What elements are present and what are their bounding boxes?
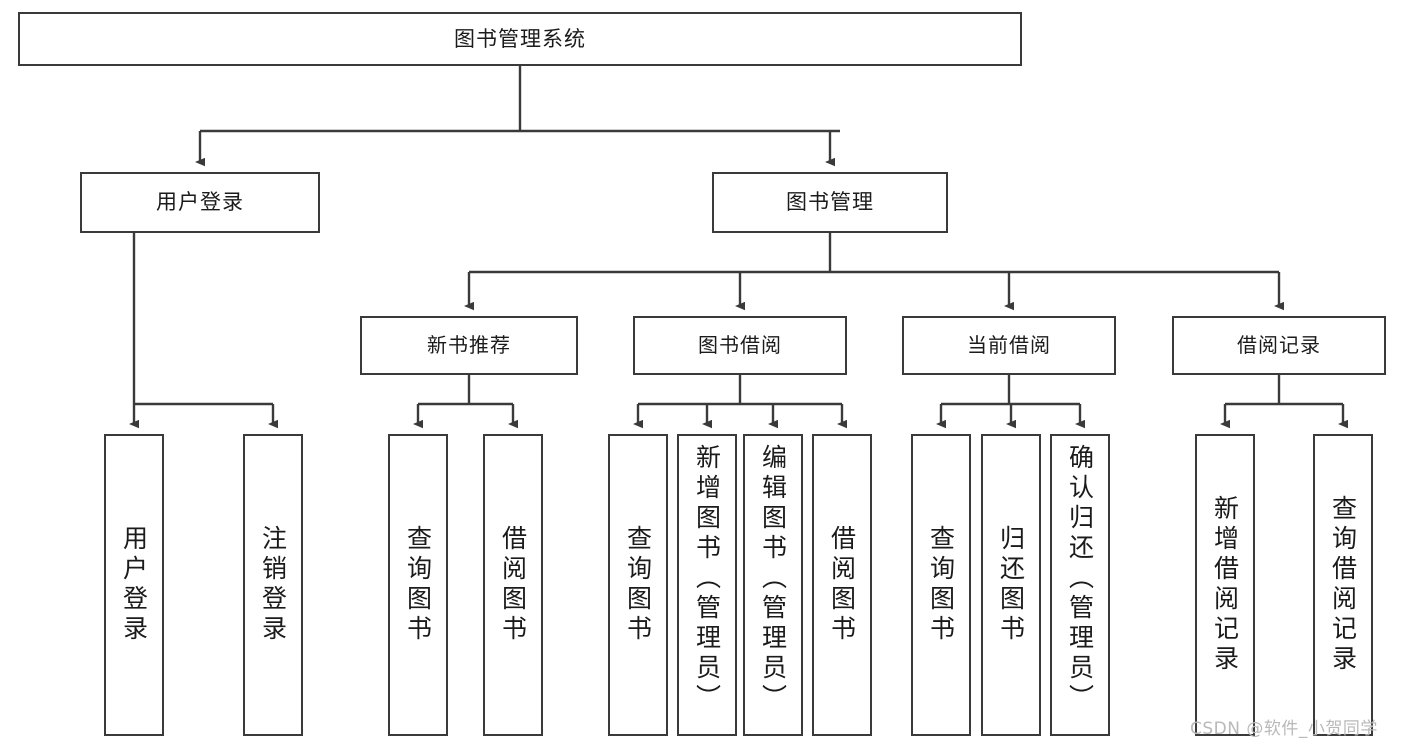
node-borrow-record-label: 借阅记录 — [1237, 332, 1321, 357]
leaf-borrow-book-2-label: 借阅图书 — [827, 525, 857, 645]
leaf-borrow-book-2[interactable]: 借阅图书 — [812, 434, 872, 736]
node-new-book-recommend-label: 新书推荐 — [427, 332, 511, 357]
leaf-query-book-3[interactable]: 查询图书 — [911, 434, 971, 736]
node-root-label: 图书管理系统 — [454, 26, 586, 51]
leaf-query-book-2-label: 查询图书 — [623, 525, 653, 645]
leaf-add-book-label: 新增图书（管理员） — [692, 444, 722, 714]
csdn-watermark: CSDN @软件_小贺同学 — [1190, 719, 1378, 739]
leaf-query-book-2[interactable]: 查询图书 — [608, 434, 668, 736]
node-user-login-label: 用户登录 — [156, 190, 244, 215]
leaf-user-logout[interactable]: 注销登录 — [243, 434, 303, 736]
node-book-manage-label: 图书管理 — [786, 190, 874, 215]
node-current-borrow-label: 当前借阅 — [967, 332, 1051, 357]
node-book-borrow[interactable]: 图书借阅 — [633, 316, 847, 375]
leaf-add-record-label: 新增借阅记录 — [1210, 495, 1240, 675]
leaf-user-logout-label: 注销登录 — [258, 525, 288, 645]
leaf-query-book-1[interactable]: 查询图书 — [388, 434, 448, 736]
leaf-add-record[interactable]: 新增借阅记录 — [1195, 434, 1255, 736]
leaf-edit-book[interactable]: 编辑图书（管理员） — [743, 434, 803, 736]
leaf-confirm-return-label: 确认归还（管理员） — [1065, 444, 1095, 714]
node-current-borrow[interactable]: 当前借阅 — [902, 316, 1116, 375]
leaf-add-book[interactable]: 新增图书（管理员） — [677, 434, 737, 736]
node-new-book-recommend[interactable]: 新书推荐 — [360, 316, 578, 375]
leaf-return-book[interactable]: 归还图书 — [981, 434, 1041, 736]
leaf-return-book-label: 归还图书 — [996, 525, 1026, 645]
node-borrow-record[interactable]: 借阅记录 — [1172, 316, 1386, 375]
leaf-query-record[interactable]: 查询借阅记录 — [1313, 434, 1373, 736]
node-root[interactable]: 图书管理系统 — [18, 12, 1022, 66]
leaf-borrow-book-1[interactable]: 借阅图书 — [483, 434, 543, 736]
leaf-borrow-book-1-label: 借阅图书 — [498, 525, 528, 645]
node-user-login[interactable]: 用户登录 — [80, 172, 320, 233]
leaf-query-book-1-label: 查询图书 — [403, 525, 433, 645]
leaf-query-record-label: 查询借阅记录 — [1328, 495, 1358, 675]
leaf-query-book-3-label: 查询图书 — [926, 525, 956, 645]
node-book-borrow-label: 图书借阅 — [698, 332, 782, 357]
leaf-user-login-label: 用户登录 — [119, 525, 149, 645]
leaf-confirm-return[interactable]: 确认归还（管理员） — [1050, 434, 1110, 736]
leaf-user-login[interactable]: 用户登录 — [104, 434, 164, 736]
leaf-edit-book-label: 编辑图书（管理员） — [758, 444, 788, 714]
node-book-manage[interactable]: 图书管理 — [712, 172, 948, 233]
